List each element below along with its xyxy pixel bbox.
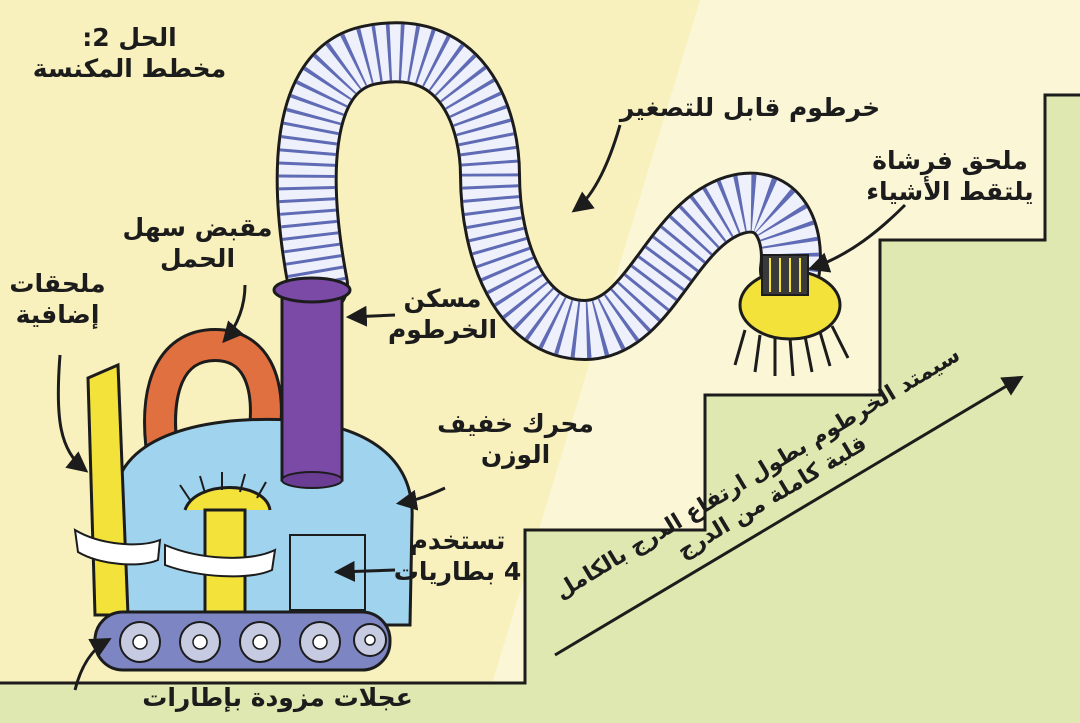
brush-attachment bbox=[733, 254, 850, 377]
extra-attachments-line2: إضافية bbox=[15, 300, 100, 330]
hose-holder-label: مسكن الخرطوم bbox=[385, 283, 500, 346]
stairs-arrow bbox=[554, 375, 1024, 657]
brush-attachment-line1: ملحق فرشاة bbox=[872, 146, 1028, 175]
motor-body bbox=[113, 417, 414, 627]
flexible-hose-text: خرطوم قابل للتصغير bbox=[619, 93, 881, 122]
title-line1: الحل 2: bbox=[82, 23, 177, 52]
carry-handle-label: مقبض سهل الحمل bbox=[110, 212, 285, 275]
hose-holder-tube bbox=[280, 288, 344, 482]
wheels-text: عجلات مزودة بإطارات bbox=[142, 683, 413, 712]
batteries-line2: 4 بطاريات bbox=[393, 557, 522, 587]
carry-handle-line2: الحمل bbox=[159, 244, 236, 274]
extra-attachments-line1: ملحقات bbox=[9, 269, 106, 298]
hose-body bbox=[278, 24, 819, 359]
extra-attachments-label: ملحقات إضافية bbox=[0, 268, 115, 331]
light-motor-label: محرك خفيف الوزن bbox=[428, 408, 603, 471]
light-motor-line2: الوزن bbox=[480, 440, 551, 470]
brush-attachment-line2: يلتقط الأشياء bbox=[866, 177, 1034, 207]
batteries-line1: تستخدم bbox=[409, 526, 506, 555]
batteries-label: تستخدم 4 بطاريات bbox=[390, 525, 525, 588]
title-line2: مخطط المكنسة bbox=[32, 54, 227, 84]
staircase-fill bbox=[0, 95, 1080, 723]
brush-attachment-label: ملحق فرشاة يلتقط الأشياء bbox=[855, 145, 1045, 208]
hose-holder-line1: مسكن bbox=[403, 284, 482, 313]
diagram-title: الحل 2: مخطط المكنسة bbox=[22, 22, 237, 85]
hose-holder-line2: الخرطوم bbox=[387, 315, 498, 345]
wheels-label: عجلات مزودة بإطارات bbox=[115, 682, 440, 713]
pointer-arrows bbox=[56, 124, 907, 691]
flexible-hose-label: خرطوم قابل للتصغير bbox=[590, 92, 910, 123]
staircase-outline bbox=[0, 93, 1080, 685]
light-motor-line1: محرك خفيف bbox=[437, 409, 594, 438]
carry-handle-line1: مقبض سهل bbox=[122, 213, 273, 242]
